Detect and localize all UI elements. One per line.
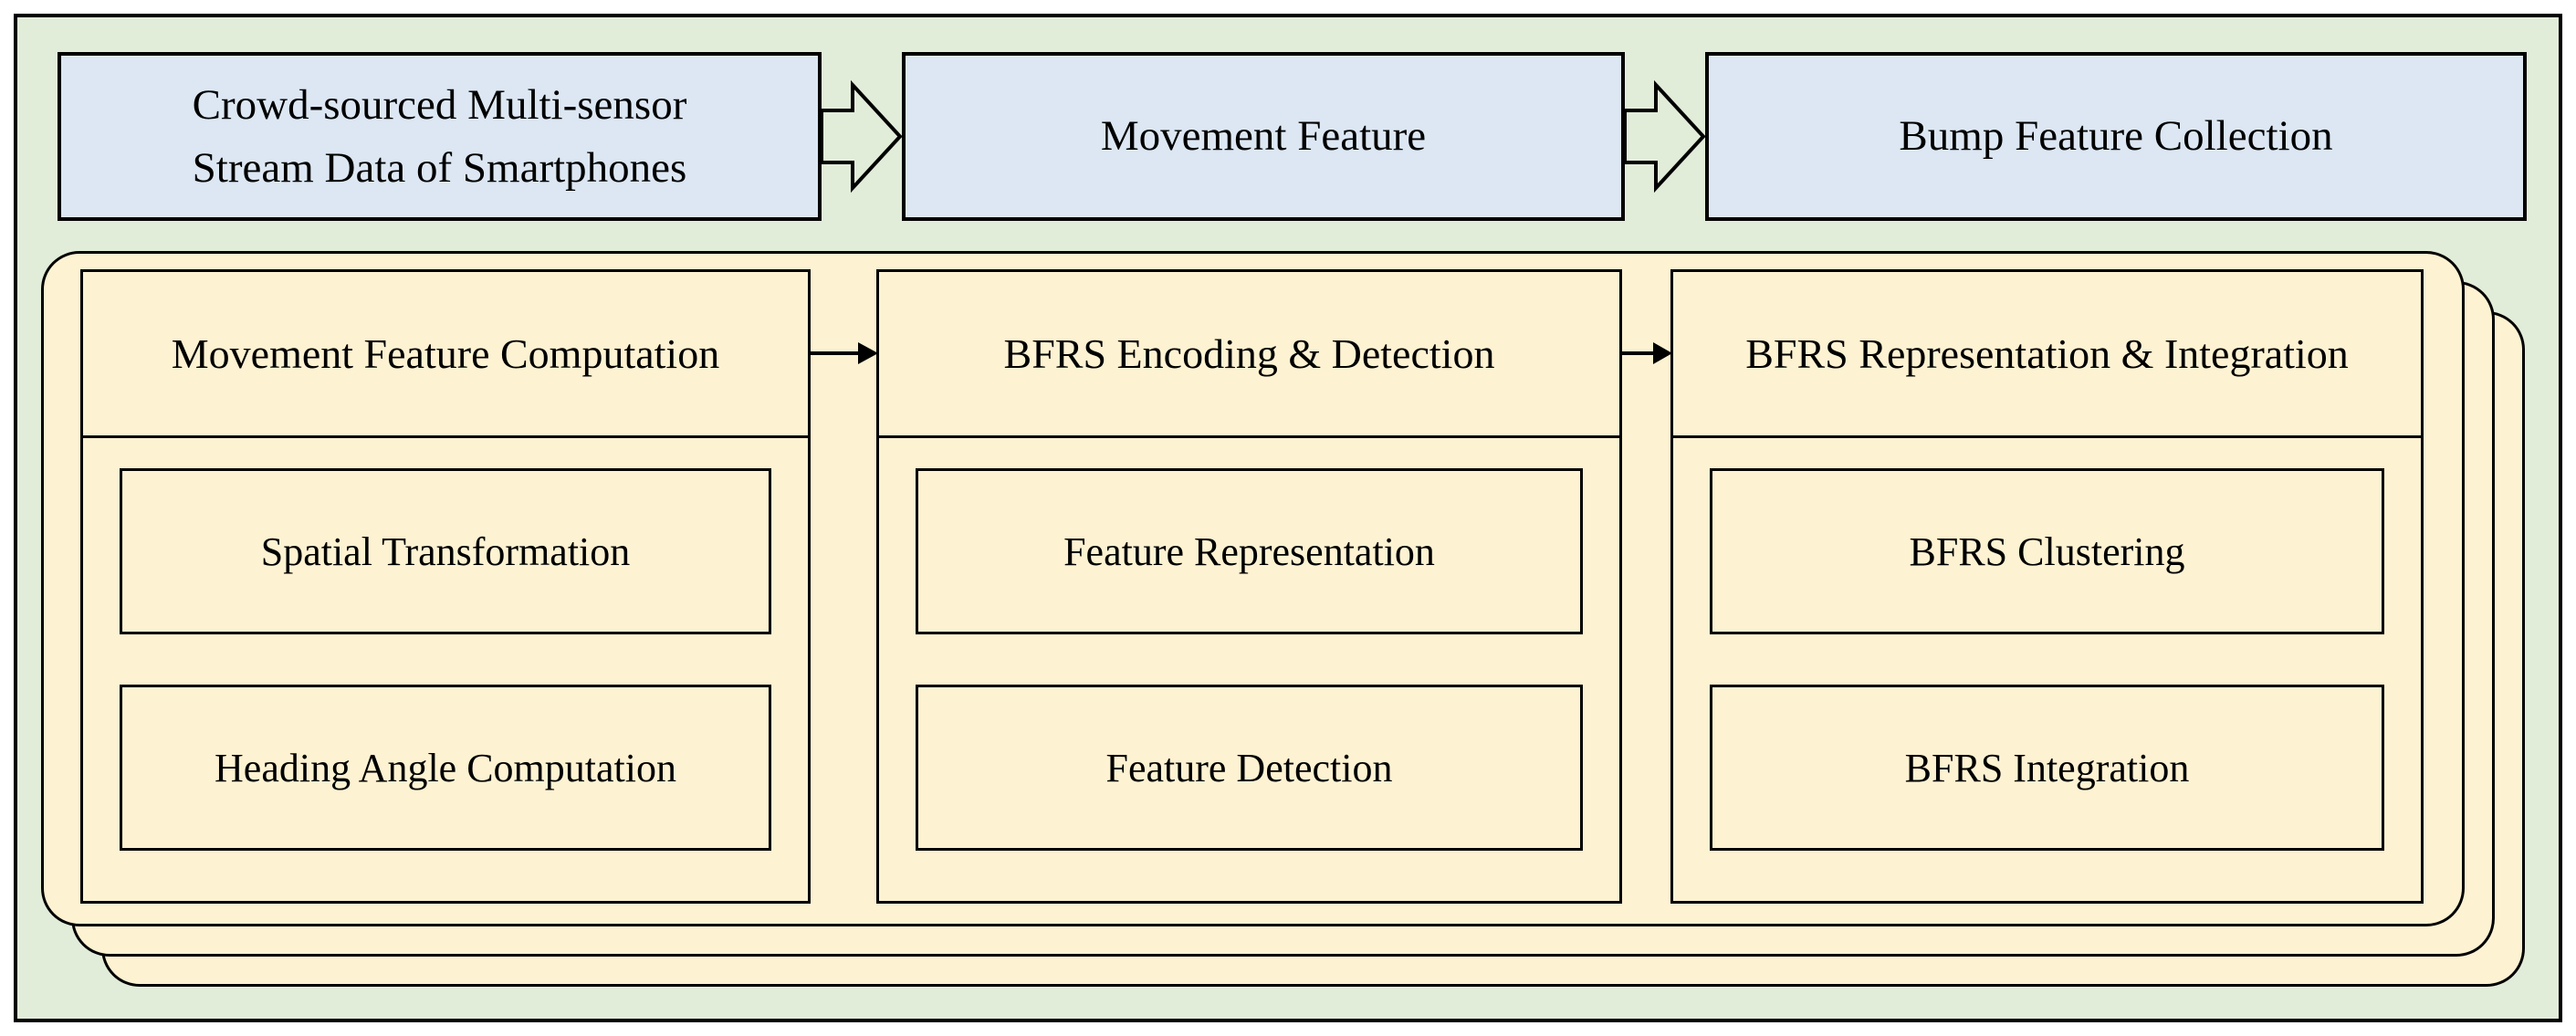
sub-module-spatial-transformation: Spatial Transformation xyxy=(120,468,771,634)
pipeline-container: Movement Feature Computation Spatial Tra… xyxy=(41,251,2465,926)
step-arrow-icon xyxy=(1620,342,1672,364)
process-box-crowd-sourced-data: Crowd-sourced Multi-sensor Stream Data o… xyxy=(58,52,822,221)
flow-arrow-icon xyxy=(820,79,903,194)
process-box-bump-feature-collection: Bump Feature Collection xyxy=(1705,52,2527,221)
sub-module-heading-angle-computation: Heading Angle Computation xyxy=(120,685,771,851)
step-arrow-icon xyxy=(809,342,878,364)
column-body: Spatial Transformation Heading Angle Com… xyxy=(83,438,808,901)
column-header: BFRS Representation & Integration xyxy=(1673,272,2421,438)
sub-module-bfrs-clustering: BFRS Clustering xyxy=(1710,468,2384,634)
column-body: Feature Representation Feature Detection xyxy=(879,438,1619,901)
column-body: BFRS Clustering BFRS Integration xyxy=(1673,438,2421,901)
column-header: BFRS Encoding & Detection xyxy=(879,272,1619,438)
column-header: Movement Feature Computation xyxy=(83,272,808,438)
pipeline-column-movement-feature-computation: Movement Feature Computation Spatial Tra… xyxy=(80,269,811,904)
sub-module-bfrs-integration: BFRS Integration xyxy=(1710,685,2384,851)
sub-module-feature-detection: Feature Detection xyxy=(916,685,1583,851)
pipeline-column-bfrs-encoding-detection: BFRS Encoding & Detection Feature Repres… xyxy=(876,269,1622,904)
process-box-label: Crowd-sourced Multi-sensor Stream Data o… xyxy=(192,81,687,192)
process-box-label: Movement Feature xyxy=(1100,112,1427,161)
figure-frame: Crowd-sourced Multi-sensor Stream Data o… xyxy=(14,14,2562,1022)
process-box-movement-feature: Movement Feature xyxy=(902,52,1625,221)
flow-arrow-icon xyxy=(1623,79,1706,194)
pipeline-column-bfrs-representation-integration: BFRS Representation & Integration BFRS C… xyxy=(1670,269,2424,904)
process-box-label: Bump Feature Collection xyxy=(1899,112,2333,161)
sub-module-feature-representation: Feature Representation xyxy=(916,468,1583,634)
